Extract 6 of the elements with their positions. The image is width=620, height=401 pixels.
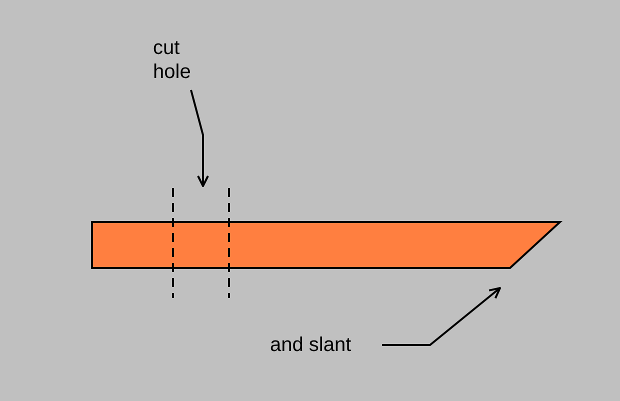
leader-line <box>382 287 501 346</box>
callout-text: and slant <box>270 333 380 357</box>
callout-text: cut hole <box>153 36 205 84</box>
flat-bar-drawing <box>91 221 563 269</box>
leader-line <box>190 90 209 187</box>
hole-marking <box>172 188 230 298</box>
